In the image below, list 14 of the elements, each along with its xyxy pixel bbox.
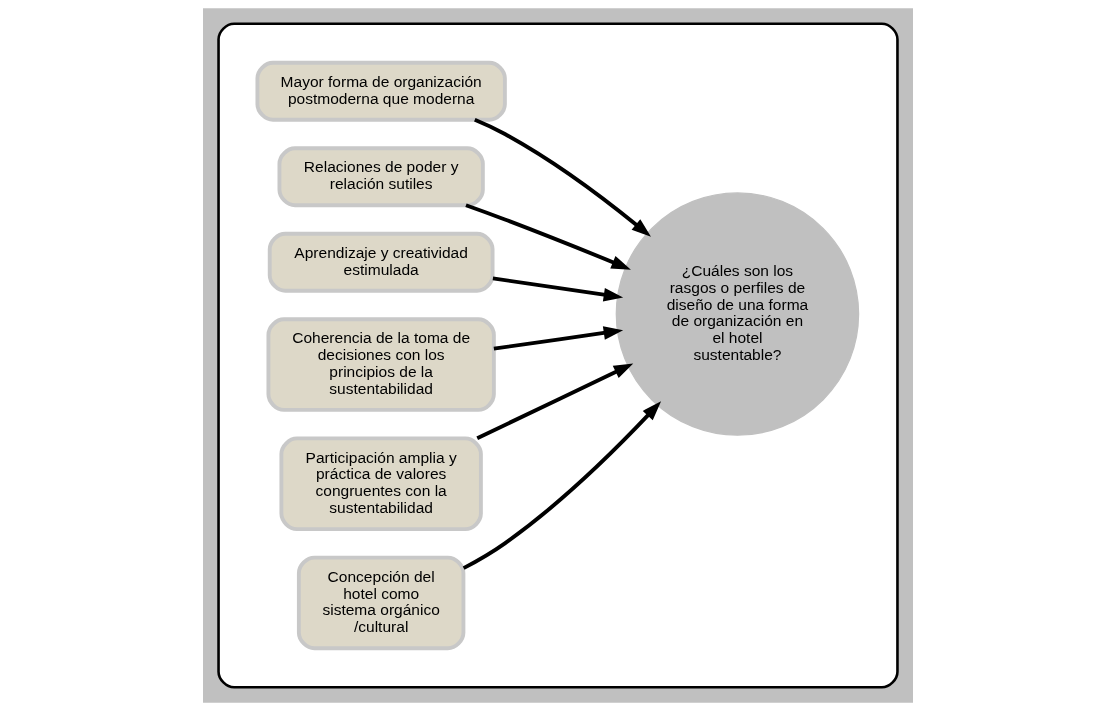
- cluster: [216, 22, 899, 689]
- node-box: Aprendizaje y creatividad estimulada: [267, 231, 494, 293]
- arrow: [475, 363, 633, 441]
- arrow: [492, 276, 623, 302]
- node-box: Mayor forma de organización postmoderna que moderna: [254, 60, 507, 122]
- arrow: [493, 326, 623, 351]
- node-box: Participación amplia y práctica de valores congruentes con la sustentabilidad: [278, 436, 483, 532]
- arrow: [462, 401, 661, 570]
- node-box: Coherencia de la toma de decisiones con los principios de la sustentabilidad: [266, 317, 496, 412]
- arrow: [473, 117, 651, 237]
- node-circle: ¿Cuáles son los rasgos o perfiles de diseño de una forma de organización en el hotel sustentable?: [615, 192, 859, 436]
- node-box: Concepción del hotel como sistema orgánico/cultural: [296, 555, 465, 651]
- arrow: [464, 203, 631, 270]
- node-box: Relaciones de poder y relación sutiles: [277, 146, 485, 208]
